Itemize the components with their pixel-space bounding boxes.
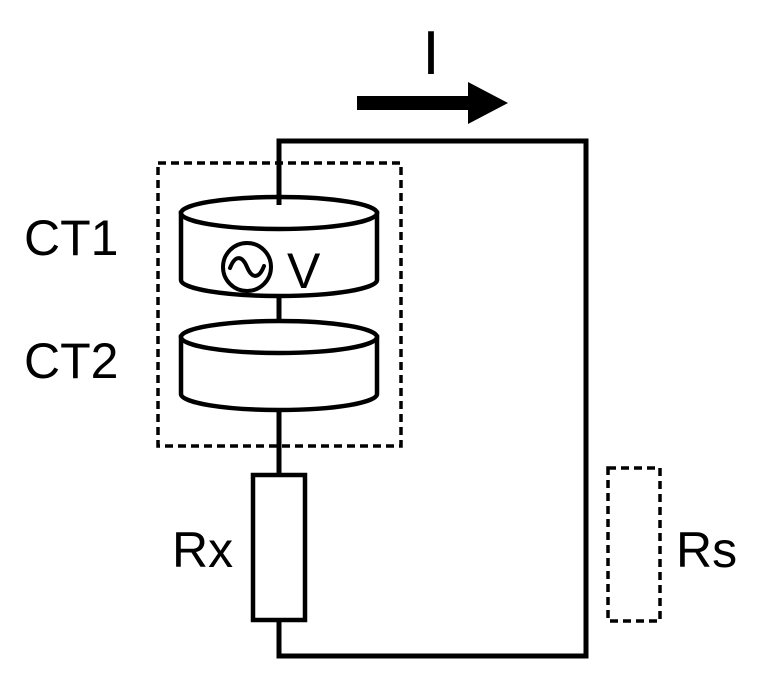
- rs-label: Rs: [676, 522, 737, 578]
- ct1-toroid: [178, 190, 380, 299]
- ct2-label: CT2: [24, 333, 118, 389]
- circuit-wire-loop: [276, 138, 589, 659]
- rs-resistor: [606, 466, 662, 623]
- current-indicator: I: [357, 19, 508, 124]
- current-arrow-icon: [357, 82, 508, 124]
- ct-enclosure: [156, 161, 403, 448]
- current-label: I: [422, 19, 439, 88]
- ct1-label: CT1: [24, 210, 118, 266]
- rx-resistor: [250, 472, 308, 623]
- ct2-toroid: [178, 318, 380, 413]
- rx-label: Rx: [172, 522, 233, 578]
- ac-voltage-source-icon: [221, 241, 273, 293]
- source-label: V: [287, 243, 321, 299]
